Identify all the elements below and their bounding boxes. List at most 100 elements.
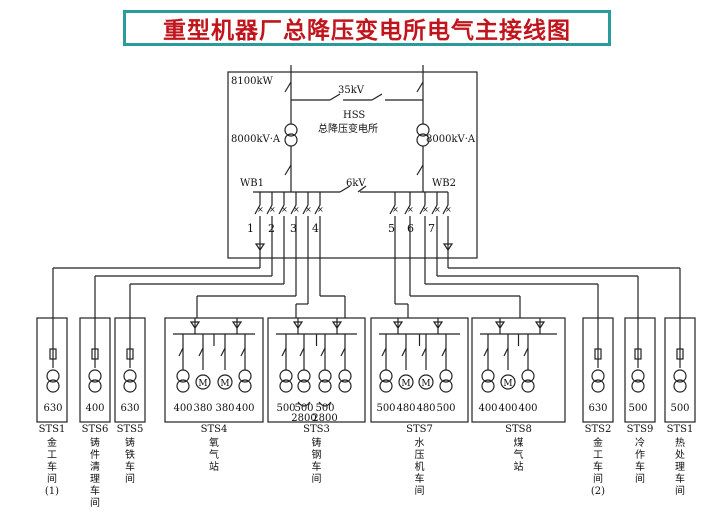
- diagram-title: 重型机器厂总降压变电所电气主接线图: [163, 17, 571, 44]
- feeder-line: ×: [389, 192, 399, 240]
- transformer-icon: [591, 369, 605, 383]
- station-name-char: 氧: [209, 436, 219, 449]
- feeder-line: ×: [302, 192, 312, 240]
- svg-text:×: ×: [257, 205, 264, 214]
- rating-label: 380: [215, 403, 234, 414]
- station-box: [267, 317, 366, 423]
- hv-bus-label: 35kV: [338, 85, 365, 96]
- station-box: [36, 317, 68, 423]
- rating-label: 400: [498, 403, 517, 414]
- feeder-line: ×: [290, 192, 300, 240]
- station-name-char: 工: [593, 450, 603, 461]
- station-name-char: 间: [47, 472, 57, 485]
- rating-label: 400: [85, 403, 104, 414]
- station-name-char: 站: [209, 460, 219, 473]
- svg-text:×: ×: [269, 205, 276, 214]
- station-name-char: 间: [312, 472, 322, 485]
- feeder-number: 6: [407, 222, 414, 235]
- station-id: STS6: [82, 424, 109, 435]
- rating-label: 500: [276, 403, 295, 414]
- lv-bus-label: 6kV: [346, 178, 366, 189]
- fuse-icon: [49, 348, 57, 360]
- furnace-icon: [297, 401, 311, 407]
- svg-text:×: ×: [445, 205, 452, 214]
- station-id: STS8: [505, 424, 532, 435]
- rating-label: 2800: [312, 413, 337, 424]
- cable-head-icon: [442, 243, 454, 252]
- rating-label: 500: [376, 403, 395, 414]
- fuse-icon: [594, 348, 602, 360]
- rating-label: 400: [518, 403, 537, 414]
- feeder-line: ×: [254, 192, 264, 240]
- station-name-char: 金: [47, 436, 57, 449]
- stations: STS1金工车间(1)630STS6铸件清理车间400STS5铸铁车间630ST…: [36, 317, 696, 509]
- station-name-char: 间: [90, 496, 100, 509]
- station-name-char: 铸: [125, 436, 135, 449]
- transformer-icon: [176, 369, 190, 383]
- bus-left-label: WB1: [240, 178, 264, 189]
- feeder-line: ×: [419, 192, 429, 240]
- station-box: [370, 317, 469, 423]
- motor-icon: [195, 374, 211, 390]
- station-name-char: 气: [514, 448, 524, 461]
- station-name-char: 车: [47, 460, 57, 473]
- title-box: 重型机器厂总降压变电所电气主接线图: [123, 10, 611, 46]
- motor-icon: [418, 374, 434, 390]
- station-name-char: 车: [593, 460, 603, 473]
- feeder-line: ×: [314, 192, 324, 240]
- station-name-char: 作: [635, 449, 645, 461]
- feeder-line: ×: [442, 192, 452, 240]
- feeder-line: ×: [404, 192, 414, 240]
- station-id: STS7: [406, 424, 433, 435]
- transformer-icon: [379, 369, 393, 383]
- svg-text:×: ×: [422, 205, 429, 214]
- feeder-line: ×: [431, 192, 441, 240]
- station-box: [471, 317, 566, 423]
- motor-label: M: [401, 379, 410, 389]
- feeder-number: 5: [388, 222, 395, 235]
- motor-label: M: [503, 379, 512, 389]
- station-name-char: 车: [125, 460, 135, 473]
- motor-label: M: [220, 379, 229, 389]
- feeder-number: 1: [247, 222, 254, 235]
- total-power-label: 8100kW: [231, 76, 274, 87]
- bus-right-label: WB2: [432, 178, 456, 189]
- feeder-line: ×: [278, 192, 288, 240]
- station-name-char: 金: [593, 436, 603, 449]
- station-name-char: 理: [90, 473, 100, 485]
- station-name-char: 压: [415, 449, 425, 461]
- station-name-char: 铸: [312, 436, 322, 449]
- station-name-char: 钢: [312, 448, 322, 461]
- station-name-char: 车: [90, 484, 100, 497]
- feeder-number: 3: [290, 222, 297, 235]
- svg-text:×: ×: [317, 205, 324, 214]
- transformer-icon: [631, 369, 645, 383]
- rating-label: 480: [396, 403, 415, 414]
- transformer-icon: [338, 369, 352, 383]
- rating-label: 630: [588, 403, 607, 414]
- transformer-icon: [481, 369, 495, 383]
- svg-text:×: ×: [293, 205, 300, 214]
- fuse-icon: [91, 348, 99, 360]
- svg-text:×: ×: [392, 205, 399, 214]
- transformer-left-label: 8000kV·A: [231, 134, 281, 145]
- station-name-char: 车: [635, 460, 645, 473]
- motor-icon: [398, 374, 414, 390]
- rating-label: 630: [43, 403, 62, 414]
- motor-icon: [500, 374, 516, 390]
- station-name-char: 工: [47, 450, 57, 461]
- transformer-icon: [521, 369, 535, 383]
- svg-text:×: ×: [281, 205, 288, 214]
- station-box: [164, 317, 264, 423]
- station-name-char: 车: [415, 472, 425, 485]
- station-name-char: 铸: [90, 436, 100, 449]
- station-name-char: 理: [675, 461, 685, 473]
- substation-name: 总降压变电所: [318, 122, 378, 135]
- station-name-char: 煤: [514, 436, 524, 449]
- station-id: STS9: [627, 424, 654, 435]
